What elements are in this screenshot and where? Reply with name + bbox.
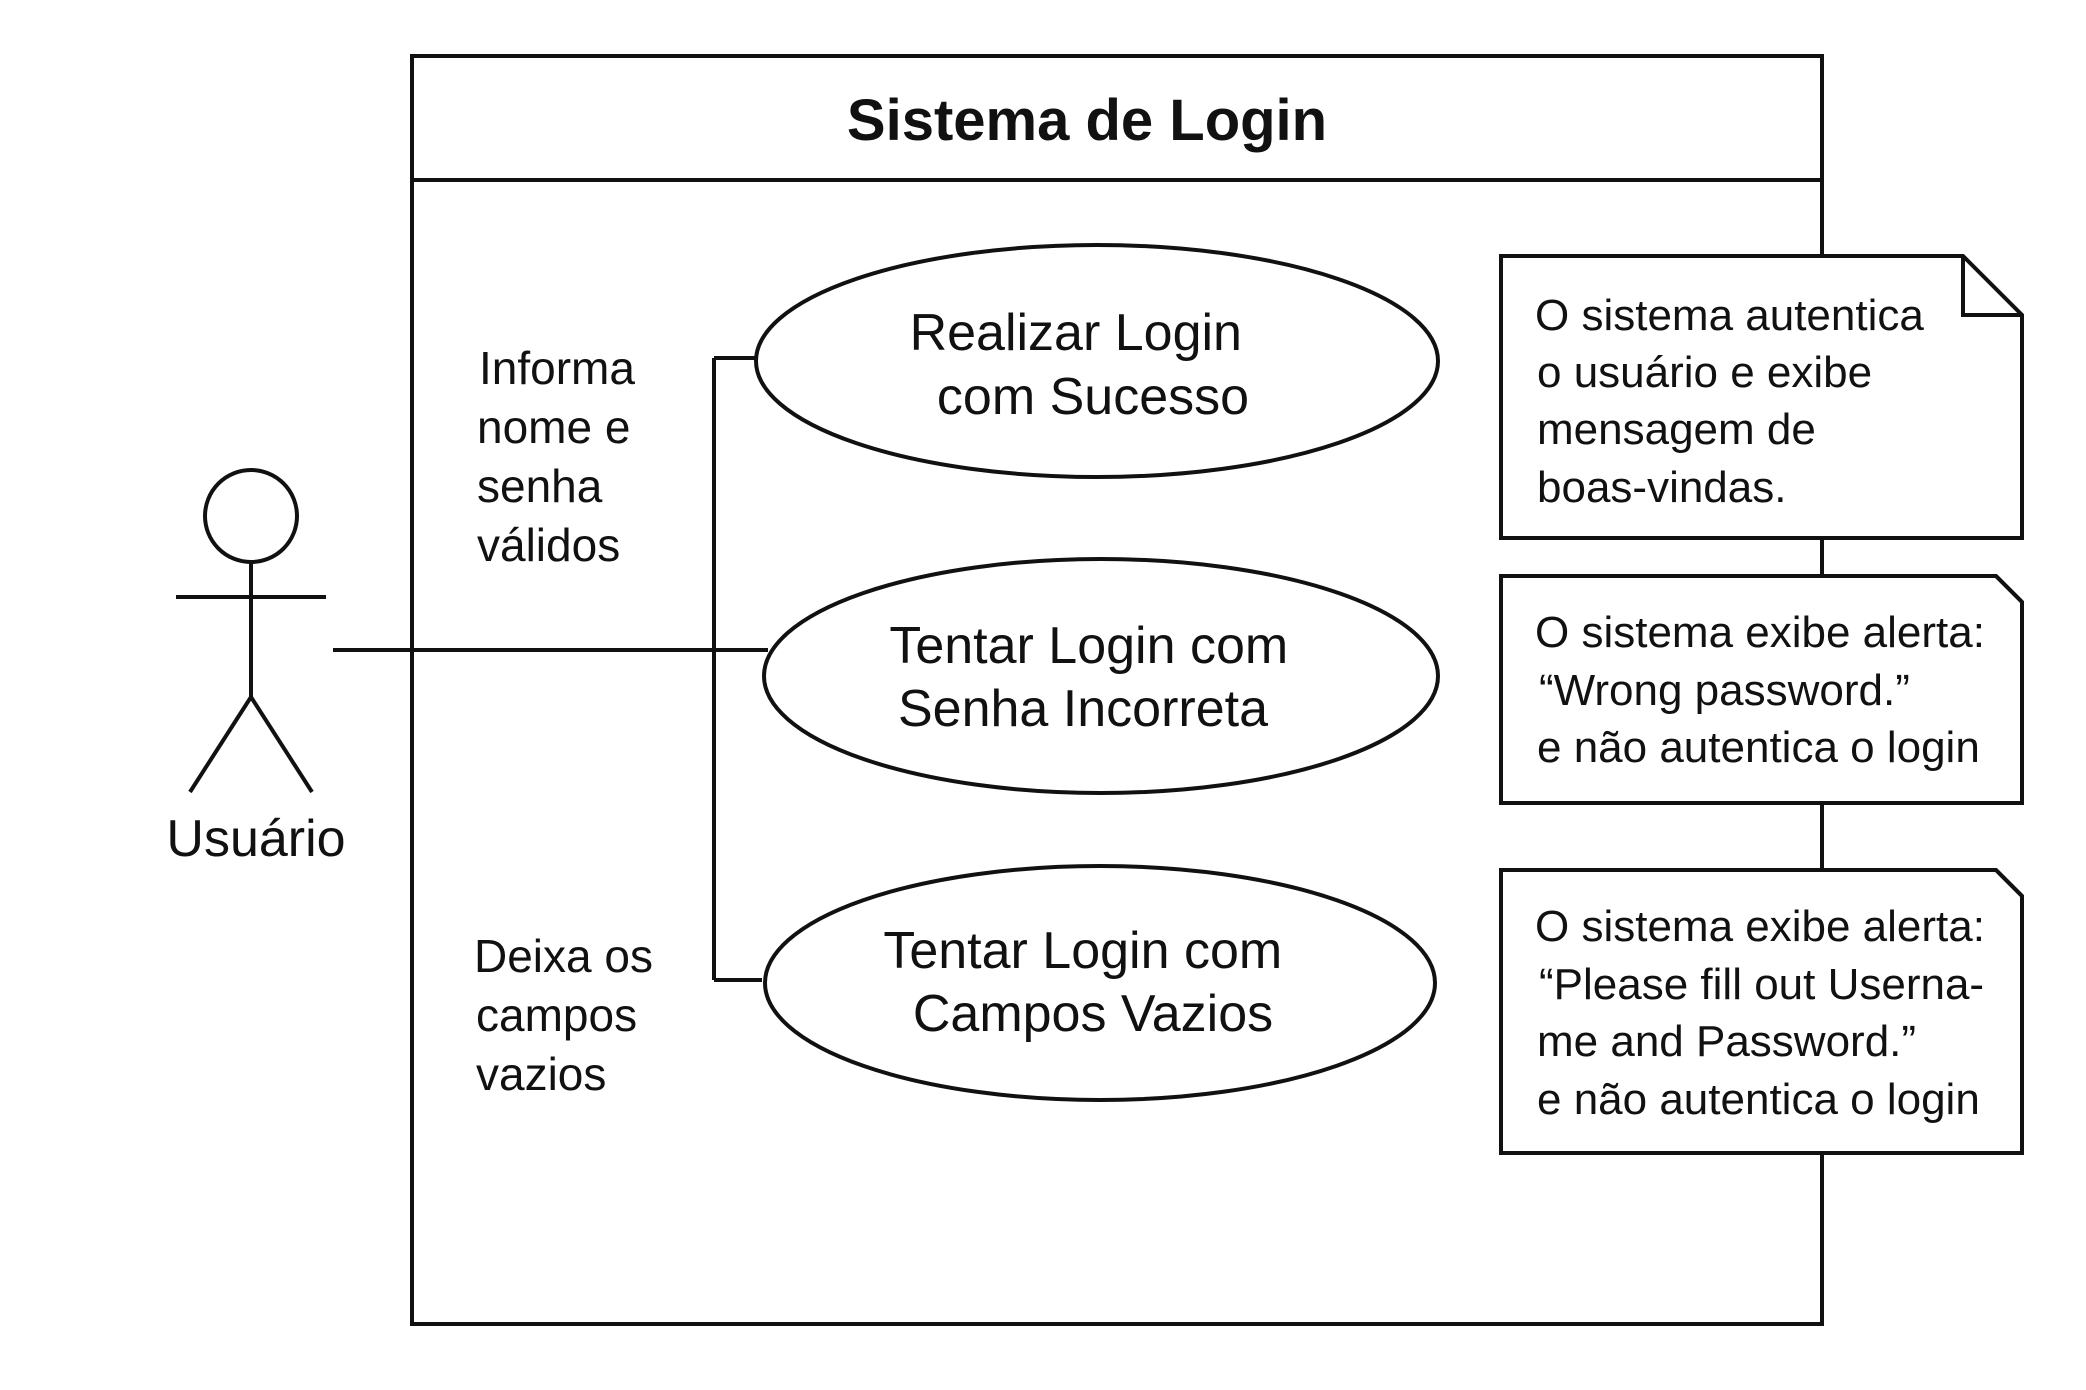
system-boundary: Sistema de Login [410,54,1824,1326]
system-title: Sistema de Login [847,88,1327,153]
note-empty-fields: O sistema exibe alerta: “Please fill out… [1499,868,2024,1155]
actor-usuario: Usuário [166,468,346,868]
actor-head [203,468,299,564]
use-case-login-success: Realizar Login com Sucesso [754,243,1440,479]
note-text: O sistema autentica o usuário e exibe me… [1535,291,1936,512]
use-case-empty-fields: Tentar Login com Campos Vazios [763,864,1437,1102]
associations [333,356,768,982]
note-text: O sistema exibe alerta: “Please fill out… [1535,902,1997,1124]
actor-label: Usuário [166,810,345,868]
use-case-wrong-password: Tentar Login com Senha Incorreta [762,557,1440,795]
edge-label-empty: Deixa os campos vazios [474,930,666,1100]
use-case-label: Tentar Login com Senha Incorreta [889,617,1302,738]
use-case-label: Realizar Login com Sucesso [910,304,1257,426]
note-text: O sistema exibe alerta: “Wrong password.… [1535,608,1997,772]
use-case-label: Tentar Login com Campos Vazios [883,922,1296,1043]
note-wrong-password: O sistema exibe alerta: “Wrong password.… [1499,574,2024,805]
edge-label-valid: Informa nome e senha válidos [477,342,648,571]
note-success: O sistema autentica o usuário e exibe me… [1499,254,2024,540]
